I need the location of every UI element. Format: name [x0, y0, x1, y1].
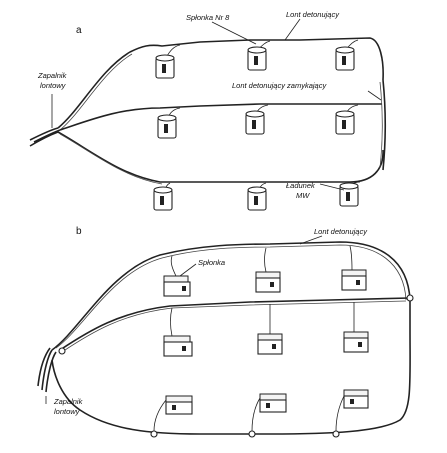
- cord-b-middle: [59, 297, 411, 351]
- leader-a-blasting-cap: [211, 21, 257, 45]
- charge-b-2: [255, 247, 281, 293]
- knot-b-5: [332, 430, 340, 438]
- cord-b-outer: [51, 241, 411, 435]
- cord-a-middle: [59, 103, 382, 131]
- label-a-charge-line-2: MW: [296, 191, 310, 200]
- cord-a-bottom: [57, 131, 384, 183]
- label-a-charge-line-1: Ładunek: [286, 181, 316, 190]
- diagram-b: b: [37, 226, 414, 438]
- leader-b-blasting-cap: [179, 263, 197, 277]
- label-a-charge: Ładunek MW: [286, 181, 317, 200]
- part-a-letter: a: [76, 25, 82, 36]
- charge-b-4: [163, 307, 193, 357]
- charge-a-6: [335, 104, 359, 135]
- label-a-fuse-igniter-line-1: Zapalnik: [37, 71, 68, 80]
- diagram-a: a: [29, 10, 387, 211]
- leader-a-closing-cord: [367, 90, 382, 101]
- charge-a-4: [157, 107, 181, 139]
- label-b-fuse-igniter: Zapalnik lontowy: [53, 397, 84, 416]
- charge-b-3: [341, 245, 367, 291]
- knot-b-4: [248, 430, 256, 438]
- leader-b-cord: [299, 235, 323, 245]
- label-b-fuse-igniter-line-1: Zapalnik: [53, 397, 84, 406]
- charge-b-1: [163, 255, 191, 297]
- charge-a-8: [247, 182, 267, 211]
- label-a-fuse-igniter: Zapalnik lontowy: [37, 71, 68, 90]
- knot-b-3: [150, 430, 158, 438]
- charge-a-7: [153, 182, 173, 211]
- label-a-blasting-cap: Spłonka Nr 8: [186, 13, 230, 22]
- charge-a-3: [335, 39, 359, 71]
- charge-a-1: [155, 44, 181, 79]
- part-b-letter: b: [76, 226, 82, 237]
- charge-b-8: [251, 393, 287, 432]
- label-a-fuse-igniter-line-2: lontowy: [40, 81, 67, 90]
- knot-b-2: [406, 294, 414, 302]
- charge-b-5: [257, 304, 283, 355]
- leader-a-cord: [284, 18, 301, 41]
- label-b-detonating-cord: Lont detonujący: [314, 227, 368, 236]
- leader-a-charge: [319, 183, 345, 191]
- label-b-fuse-igniter-line-2: lontowy: [54, 407, 81, 416]
- charge-a-5: [245, 104, 269, 135]
- charge-a-9: [339, 181, 361, 207]
- charge-a-2: [247, 40, 271, 71]
- label-a-closing-cord: Lont detonujący zamykający: [232, 81, 327, 90]
- label-b-blasting-cap: Spłonka: [198, 258, 225, 267]
- closing-cord-a: [382, 79, 387, 171]
- charge-b-6: [343, 302, 369, 353]
- charge-b-9: [335, 389, 369, 432]
- charge-b-7: [153, 395, 193, 432]
- label-a-detonating-cord: Lont detonujący: [286, 10, 340, 19]
- knot-b-1: [58, 347, 66, 355]
- cord-a-top: [57, 37, 384, 129]
